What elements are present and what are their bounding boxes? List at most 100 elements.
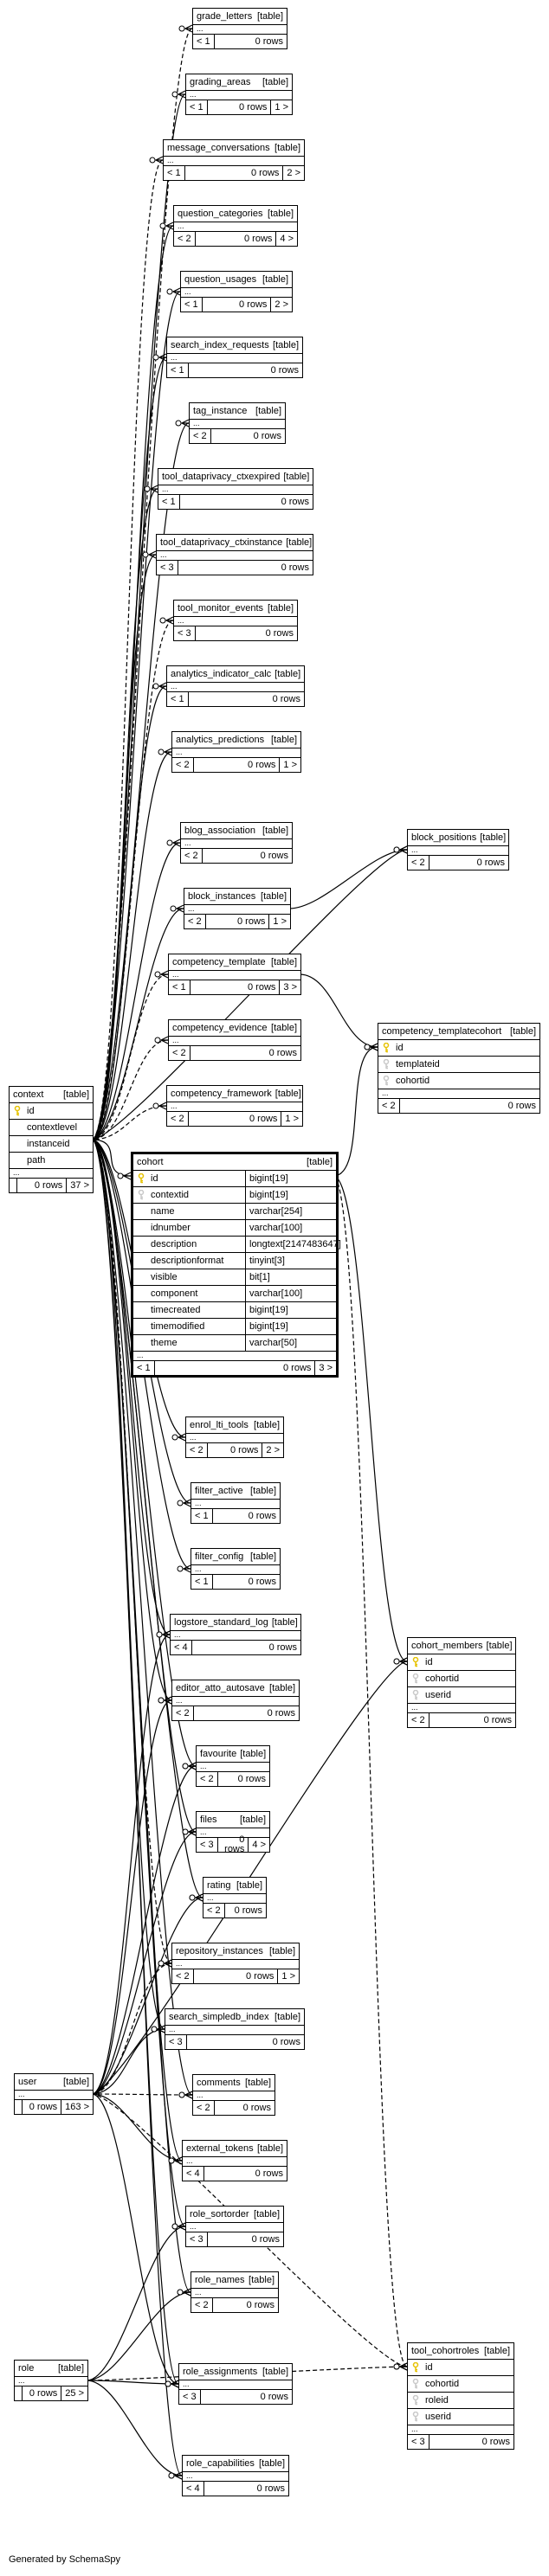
table-header: block_positions[table] xyxy=(408,830,508,846)
column-name: id xyxy=(27,1105,35,1116)
table-header: role_assignments[table] xyxy=(179,2364,292,2380)
more-columns: ... xyxy=(186,1434,283,1443)
more-columns: ... xyxy=(191,1565,280,1575)
parent-count: < 3 xyxy=(186,2232,208,2246)
table-name: tool_cohortroles xyxy=(411,2345,480,2356)
table-name: search_index_requests xyxy=(171,339,269,350)
row-count: 0 rows xyxy=(481,2436,510,2447)
optional-marker xyxy=(149,157,156,164)
relationship-edge xyxy=(91,2093,193,2096)
relationship-edge xyxy=(91,908,184,1140)
column-name: contextlevel xyxy=(27,1121,78,1133)
crows-foot-marker xyxy=(171,287,181,296)
crows-foot-marker xyxy=(165,616,174,625)
table-name: block_instances xyxy=(188,890,256,902)
table-header: user[table] xyxy=(15,2074,93,2091)
optional-marker xyxy=(142,551,149,558)
table-name: comments xyxy=(197,2077,241,2088)
column-row: roleid xyxy=(408,2393,513,2409)
row-count: 0 rows xyxy=(224,1834,245,1854)
optional-marker xyxy=(159,222,166,229)
row-count: 0 rows xyxy=(245,1970,274,1982)
parent-count: < 2 xyxy=(174,232,196,246)
more-columns: ... xyxy=(191,1500,280,1509)
table-header: tool_monitor_events[table] xyxy=(174,601,297,617)
table-name: question_categories xyxy=(178,208,263,219)
table-header: competency_framework[table] xyxy=(167,1086,302,1102)
more-columns: ... xyxy=(165,2026,304,2035)
table-name: competency_template xyxy=(172,956,266,967)
table-name: cohort_members xyxy=(411,1640,483,1651)
child-count: 3 > xyxy=(279,980,300,994)
child-count: 1 > xyxy=(277,1969,299,1983)
more-columns: ... xyxy=(172,748,300,758)
column-name: visible xyxy=(151,1271,178,1282)
more-columns: ... xyxy=(158,485,313,495)
table-tool-dataprivacy-ctxexpired[interactable]: tool_dataprivacy_ctxexpired[table]...< 1… xyxy=(158,468,313,510)
crows-foot-marker xyxy=(398,845,408,854)
relationship-edge xyxy=(91,1139,191,2293)
crows-foot-marker xyxy=(182,1499,191,1507)
table-tool-dataprivacy-ctxinstance[interactable]: tool_dataprivacy_ctxinstance[table]...< … xyxy=(156,534,313,575)
column-name: userid xyxy=(425,2411,451,2422)
table-header: cohort[table] xyxy=(133,1154,336,1171)
table-name: rating xyxy=(207,1879,231,1891)
table-name: competency_evidence xyxy=(172,1022,268,1033)
row-count: 0 rows xyxy=(238,299,268,310)
more-columns: ... xyxy=(186,2223,283,2232)
crows-foot-marker xyxy=(194,1893,203,1902)
column-row: id xyxy=(378,1040,539,1057)
more-columns: ... xyxy=(183,2157,287,2167)
column-name: cohortid xyxy=(425,2378,460,2389)
optional-marker xyxy=(165,2380,171,2387)
column-row: userid xyxy=(408,1687,515,1704)
more-columns: ... xyxy=(408,1704,515,1713)
more-columns: ... xyxy=(184,905,290,915)
parent-count: < 2 xyxy=(203,1904,225,1918)
